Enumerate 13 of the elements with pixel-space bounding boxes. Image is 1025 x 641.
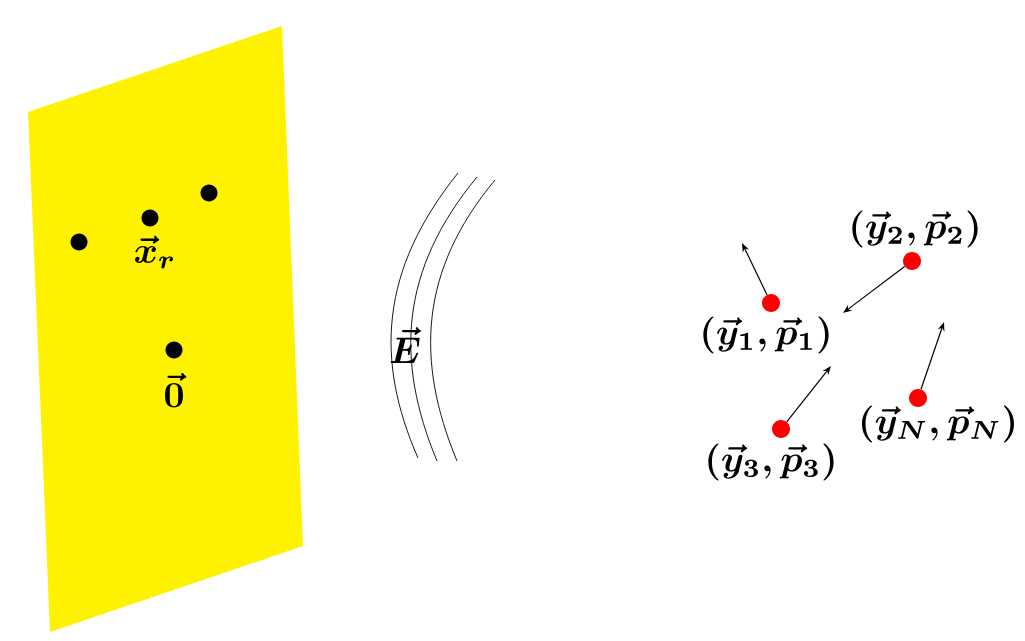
plane <box>28 26 303 632</box>
point-label: $(\vec{y}_3, \vec{p}_3)$ <box>708 443 834 481</box>
arrow <box>843 265 906 313</box>
arrow <box>920 322 945 390</box>
point-label: $\vec{x}_r$ <box>135 235 173 269</box>
point-label: $\vec{0}$ <box>165 372 187 408</box>
dot <box>70 233 88 251</box>
dot <box>200 184 218 202</box>
point-label: $(\vec{y}_N, \vec{p}_N)$ <box>862 405 1014 443</box>
arrow <box>742 243 768 296</box>
point-label: $(\vec{y}_1, \vec{p}_1)$ <box>703 316 829 354</box>
point-label: $(\vec{y}_2, \vec{p}_2)$ <box>852 210 978 248</box>
arrow <box>786 366 831 423</box>
